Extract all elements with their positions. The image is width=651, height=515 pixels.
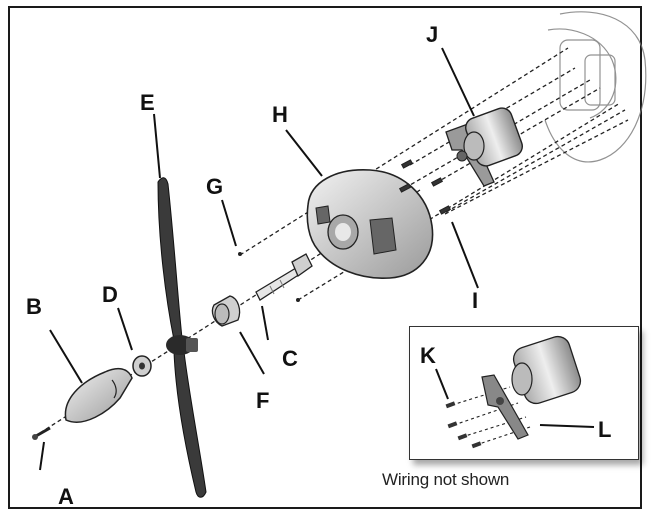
fuselage-nose xyxy=(544,11,647,163)
callout-F: F xyxy=(256,388,269,413)
mount-screws xyxy=(398,159,452,215)
motor-shaft xyxy=(255,253,313,301)
callout-E: E xyxy=(140,90,155,115)
callout-K: K xyxy=(420,343,436,368)
callout-H: H xyxy=(272,102,288,127)
cowl-screw xyxy=(238,252,242,256)
inset-leaders xyxy=(435,368,595,428)
callout-I: I xyxy=(472,288,478,313)
callout-A: A xyxy=(58,484,74,509)
inset-motor-mount xyxy=(481,374,529,440)
spinner-screw xyxy=(32,426,51,440)
cowl-screw-lower xyxy=(296,298,300,302)
callout-L: L xyxy=(598,417,611,442)
callout-G: G xyxy=(206,174,223,199)
prop-adapter xyxy=(211,295,241,327)
propeller xyxy=(157,177,207,498)
callout-B: B xyxy=(26,294,42,319)
prop-nut xyxy=(132,355,152,377)
inset-motor-diagram: K L xyxy=(420,335,611,449)
motor-assembly xyxy=(445,107,523,187)
spinner-cone xyxy=(64,367,133,423)
callout-D: D xyxy=(102,282,118,307)
callout-C: C xyxy=(282,346,298,371)
callout-J: J xyxy=(426,22,438,47)
inset-motor xyxy=(511,335,582,405)
inset-detail: K L xyxy=(409,326,639,460)
inset-note: Wiring not shown xyxy=(382,470,510,489)
leader-lines xyxy=(39,47,479,471)
inset-screws xyxy=(445,401,482,449)
cowling xyxy=(306,169,434,279)
